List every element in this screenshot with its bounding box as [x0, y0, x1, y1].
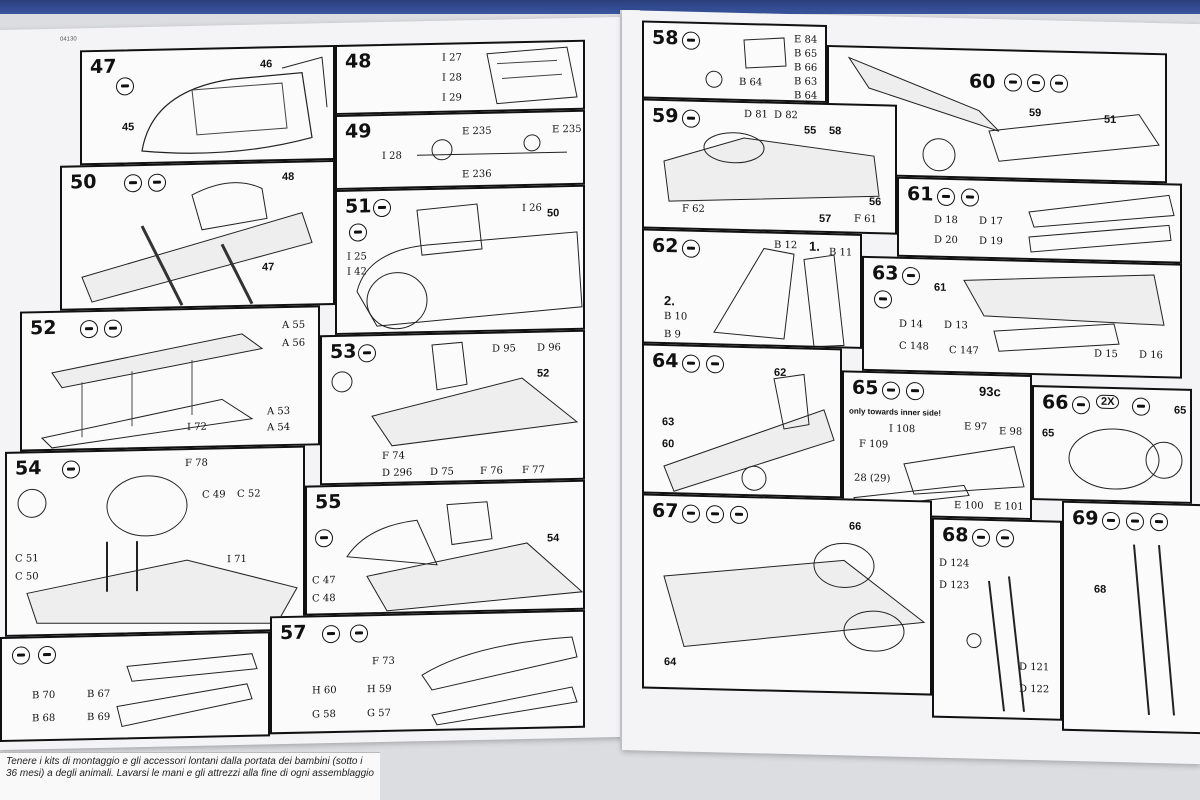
fuselage-drawing	[81, 182, 313, 306]
page-header-code: 04130	[60, 36, 77, 43]
step-57-panel: 57 F 73 H 60 H 59 G 58 G 57	[270, 609, 585, 735]
small-parts-drawing	[705, 37, 787, 88]
landing-gear-assembly-drawing	[1133, 544, 1175, 716]
cockpit-drawing	[141, 56, 328, 154]
step-52-panel: 52 A 55 A 56 A 53 A 54 I 72	[20, 305, 320, 452]
engine-nacelle-drawing	[17, 475, 298, 624]
step-64-panel: 64 62 63 60	[642, 343, 842, 499]
centre-section-drawing	[663, 132, 880, 202]
step-55-panel: 55 C 47 C 48 54	[305, 479, 585, 616]
step-68-panel: 68 D 124 D 123 D 121 D 122	[932, 517, 1062, 721]
step-65-panel: 65 93c only towards inner side! I 108 E …	[842, 370, 1032, 521]
step-47-panel: 47 46 45	[80, 44, 335, 166]
instruction-page-right: 04130 58 E 84 B 65 B 66 B 63 B 64 B 64 6…	[622, 10, 1200, 765]
step-69-panel: 69 68	[1062, 500, 1200, 735]
instruction-page-left: 04130 47 46 45 48 I 27 I 28 I 29 49 I 28…	[0, 16, 640, 750]
safety-warning-strip: Tenere i kits di montaggio e gli accesso…	[0, 752, 380, 800]
step-49-panel: 49 I 28 E 235 E 235 E 236	[335, 109, 585, 190]
tail-assembly-drawing	[963, 274, 1165, 352]
step-67-panel: 67 66 64	[642, 493, 932, 696]
fin-drawing	[713, 247, 845, 348]
wing-flaps-drawing	[331, 341, 579, 447]
step-66-panel: 66 2X 65 65	[1032, 385, 1192, 504]
step-54-panel: 54 F 78 C 49 C 52 C 51 C 50 I 71	[5, 445, 305, 637]
step-48-panel: 48 I 27 I 28 I 29	[335, 39, 585, 115]
fuselage-rear-drawing	[663, 373, 835, 492]
callout-label: 45	[122, 121, 135, 134]
step-50-panel: 50 48 47	[60, 159, 335, 311]
step-53-panel: 53 D 95 D 96 F 74 D 296 D 75 F 76 F 77 5…	[320, 329, 585, 486]
step-60-panel: 60 59 51	[827, 45, 1167, 184]
step-61-panel: 61 D 18 D 17 D 20 D 19	[897, 176, 1182, 264]
step-56-panel: B 70 B 67 B 68 B 69	[0, 631, 270, 742]
wing-assembly-drawing	[346, 501, 584, 612]
callout-label: 47	[262, 261, 275, 274]
wing-drawing	[40, 333, 264, 449]
callout-label: 48	[282, 170, 295, 184]
nose-drawing	[356, 203, 583, 330]
step-51-panel: 51 I 26 I 25 I 42 50	[335, 184, 585, 335]
engine-mounting-drawing	[663, 542, 926, 652]
tailplane-drawing	[847, 56, 1160, 172]
model-box-edge	[0, 0, 1200, 14]
callout-label: 46	[260, 58, 273, 71]
step-59-panel: 59 D 81 D 82 F 62 F 61 55 58 56 57	[642, 98, 897, 235]
flap-parts-drawing	[116, 653, 258, 728]
bomb-bay-drawing	[853, 446, 1025, 509]
landing-gear-drawing	[966, 576, 1025, 712]
canopy-drawing	[486, 46, 578, 105]
step-58-panel: 58 E 84 B 65 B 66 B 63 B 64 B 64	[642, 20, 827, 104]
step-62-panel: 62 B 12 B 11 B 10 B 9 1. 2.	[642, 228, 862, 349]
pylon-drawing	[421, 636, 578, 726]
elevator-drawing	[1028, 194, 1175, 253]
engine-drawing	[1068, 428, 1183, 490]
gunsight-drawing	[417, 134, 567, 161]
step-63-panel: 63 D 14 D 13 C 148 C 147 D 15 D 16 61	[862, 255, 1182, 379]
